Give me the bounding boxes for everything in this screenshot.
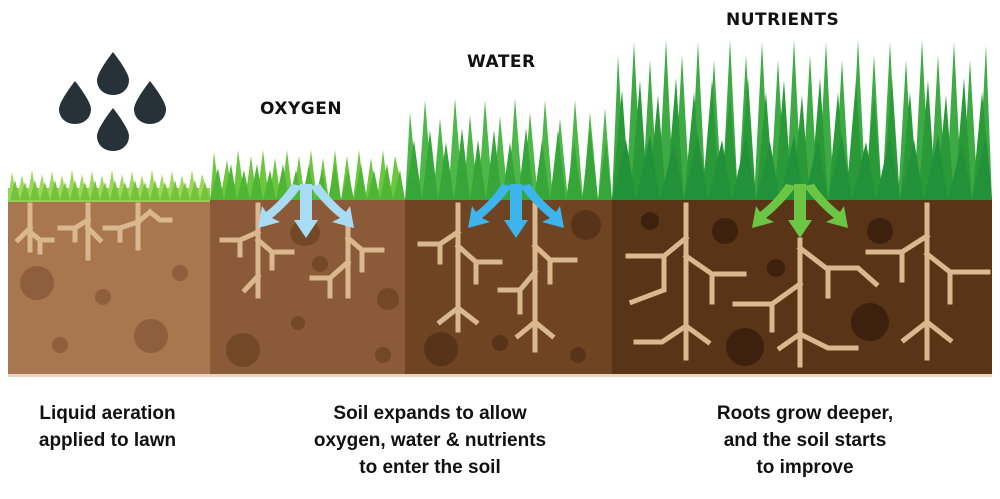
grass-tallest	[612, 40, 992, 200]
oxygen-label: OXYGEN	[260, 99, 343, 119]
nutrients-label: NUTRIENTS	[726, 10, 840, 30]
caption-stage-3: Roots grow deeper, and the soil starts t…	[660, 400, 950, 481]
caption-line: Roots grow deeper,	[716, 403, 894, 424]
water-arrows-icon	[468, 184, 564, 238]
water-label: WATER	[467, 52, 536, 72]
grass-medium	[210, 150, 405, 200]
caption-line: applied to lawn	[38, 430, 177, 451]
roots	[14, 202, 991, 368]
caption-line: to improve	[756, 457, 854, 478]
caption-line: Soil expands to allow	[333, 403, 527, 424]
lawn-aeration-diagram	[8, 40, 992, 377]
oxygen-arrows-icon	[258, 184, 354, 238]
water-drops-icon	[59, 52, 166, 151]
grass-short	[8, 170, 210, 202]
caption-line: Liquid aeration	[39, 403, 176, 424]
caption-line: oxygen, water & nutrients	[313, 430, 547, 451]
caption-line: to enter the soil	[359, 457, 501, 478]
caption-stage-2: Soil expands to allow oxygen, water & nu…	[260, 400, 600, 481]
caption-line: and the soil starts	[723, 430, 887, 451]
soil-clods	[20, 210, 893, 367]
nutrients-arrows-icon	[752, 184, 848, 238]
caption-stage-1: Liquid aeration applied to lawn	[0, 400, 215, 454]
grass-tall	[405, 98, 612, 200]
